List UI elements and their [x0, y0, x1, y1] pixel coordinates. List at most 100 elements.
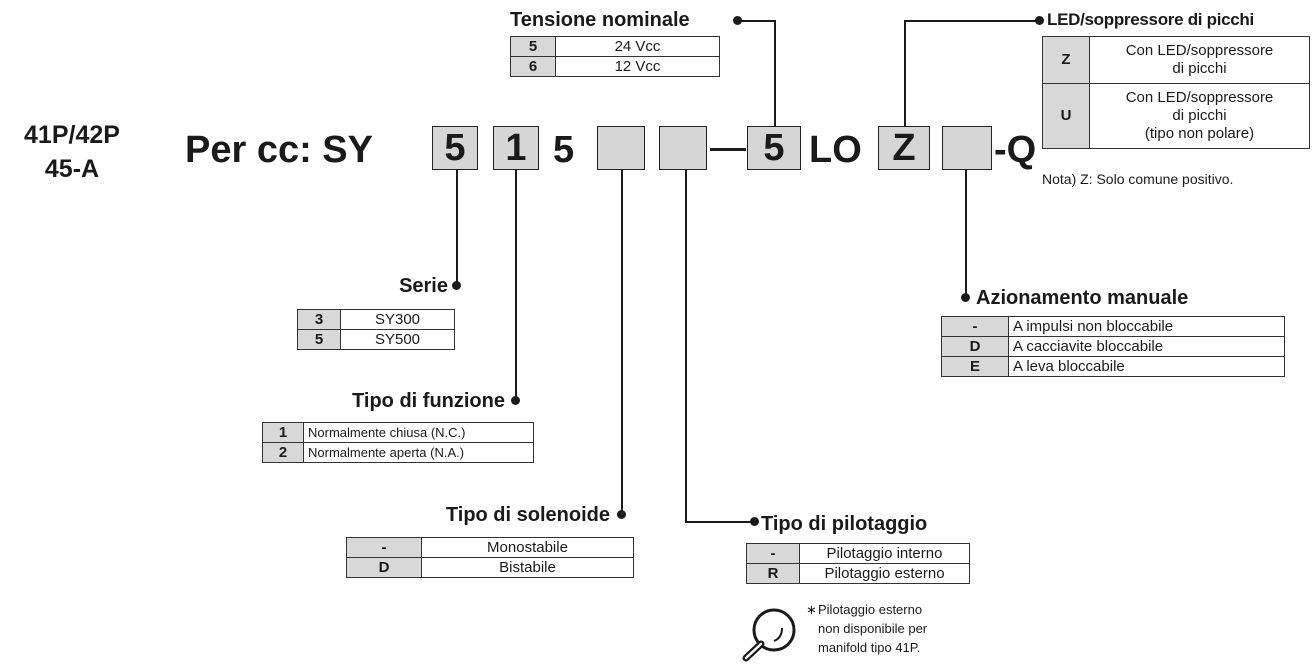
pilotaggio-table: - Pilotaggio interno R Pilotaggio estern…	[746, 543, 970, 584]
funzione-key-2: 2	[262, 442, 304, 463]
model-label-line1: 41P/42P	[24, 121, 120, 149]
code-box-series: 5	[432, 126, 478, 170]
serie-connector-v	[456, 170, 458, 282]
solenoide-key-1: -	[346, 537, 422, 558]
code-box-function: 1	[493, 126, 539, 170]
tensione-connector-v	[774, 20, 776, 126]
serie-key-1: 3	[297, 309, 341, 330]
solenoide-title: Tipo di solenoide	[445, 504, 610, 526]
funzione-value-2: Normalmente aperta (N.A.)	[303, 442, 534, 463]
led-value-u: Con LED/soppressore di picchi (tipo non …	[1089, 83, 1310, 149]
tensione-title: Tensione nominale	[510, 9, 690, 31]
funzione-connector-v	[515, 170, 517, 398]
funzione-value-1: Normalmente chiusa (N.C.)	[303, 422, 534, 443]
pilotaggio-key-2: R	[746, 563, 800, 584]
led-connector-h	[904, 20, 1039, 22]
pilotaggio-dot	[750, 517, 759, 526]
led-value-u-line3: (tipo non polare)	[1144, 125, 1255, 142]
table-row: 2 Normalmente aperta (N.A.)	[262, 442, 534, 463]
pilotaggio-note-line1: Pilotaggio esterno	[818, 602, 923, 617]
pilotaggio-note-line3: manifold tipo 41P.	[818, 640, 921, 655]
led-dot	[1035, 16, 1044, 25]
serie-value-1: SY300	[340, 309, 455, 330]
tensione-table: 5 24 Vcc 6 12 Vcc	[510, 36, 720, 77]
code-box-manual	[942, 126, 992, 170]
led-key-u: U	[1042, 83, 1090, 149]
serie-dot	[452, 281, 461, 290]
led-connector-v	[904, 20, 906, 126]
manuale-table: - A impulsi non bloccabile D A cacciavit…	[941, 316, 1285, 377]
pilotaggio-value-1: Pilotaggio interno	[799, 543, 970, 564]
funzione-table: 1 Normalmente chiusa (N.C.) 2 Normalment…	[262, 422, 534, 463]
solenoide-value-1: Monostabile	[421, 537, 634, 558]
table-row: 6 12 Vcc	[510, 56, 720, 77]
led-value-z: Con LED/soppressore di picchi	[1089, 36, 1310, 84]
model-label: 41P/42P 45-A	[2, 118, 142, 186]
pilotaggio-connector-h	[685, 521, 751, 523]
table-row: - Monostabile	[346, 537, 634, 558]
pilotaggio-title: Tipo di pilotaggio	[761, 513, 928, 535]
funzione-key-1: 1	[262, 422, 304, 443]
tensione-dot	[733, 16, 742, 25]
pilotaggio-note-mark: ∗	[806, 602, 817, 617]
table-row: 5 24 Vcc	[510, 36, 720, 57]
tensione-value-1: 24 Vcc	[555, 36, 720, 57]
serie-key-2: 5	[297, 329, 341, 350]
tensione-key-1: 5	[510, 36, 556, 57]
table-row: U Con LED/soppressore di picchi (tipo no…	[1042, 83, 1310, 149]
table-row: D Bistabile	[346, 557, 634, 578]
led-value-z-line1: Con LED/soppressore	[1125, 42, 1274, 59]
code-fixed-digit: 5	[553, 129, 575, 171]
solenoide-table: - Monostabile D Bistabile	[346, 537, 634, 578]
code-box-pilot	[659, 126, 707, 170]
solenoide-key-2: D	[346, 557, 422, 578]
table-row: D A cacciavite bloccabile	[941, 336, 1285, 357]
code-suffix: -Q	[994, 129, 1037, 171]
code-box-voltage: 5	[747, 126, 801, 170]
magnifier-icon	[742, 608, 796, 662]
pilotaggio-connector-v	[685, 170, 687, 522]
led-value-u-line2: di picchi	[1172, 107, 1227, 124]
tensione-connector-h	[738, 20, 775, 22]
code-box-solenoid	[597, 126, 645, 170]
table-row: Z Con LED/soppressore di picchi	[1042, 36, 1310, 84]
code-fixed-lo: LO	[809, 129, 862, 171]
manuale-key-3: E	[941, 356, 1009, 377]
led-title: LED/soppressore di picchi	[1047, 10, 1254, 29]
manuale-key-2: D	[941, 336, 1009, 357]
manuale-connector-v	[965, 170, 967, 298]
led-key-z: Z	[1042, 36, 1090, 84]
table-row: 1 Normalmente chiusa (N.C.)	[262, 422, 534, 443]
code-prefix: Per cc: SY	[185, 129, 373, 171]
code-box-led: Z	[878, 126, 930, 170]
manuale-value-3: A leva bloccabile	[1008, 356, 1285, 377]
manuale-value-2: A cacciavite bloccabile	[1008, 336, 1285, 357]
led-value-z-line2: di picchi	[1172, 60, 1227, 77]
table-row: - A impulsi non bloccabile	[941, 316, 1285, 337]
serie-value-2: SY500	[340, 329, 455, 350]
solenoide-value-2: Bistabile	[421, 557, 634, 578]
solenoide-connector-v	[621, 170, 623, 512]
pilotaggio-note: Pilotaggio esterno non disponibile per m…	[818, 600, 927, 657]
tensione-value-2: 12 Vcc	[555, 56, 720, 77]
led-note: Nota) Z: Solo comune positivo.	[1042, 171, 1234, 187]
serie-table: 3 SY300 5 SY500	[297, 309, 455, 350]
tensione-key-2: 6	[510, 56, 556, 77]
serie-title: Serie	[399, 275, 448, 297]
table-row: 5 SY500	[297, 329, 455, 350]
manuale-key-1: -	[941, 316, 1009, 337]
funzione-title: Tipo di funzione	[352, 390, 505, 412]
code-dash	[710, 148, 746, 151]
table-row: 3 SY300	[297, 309, 455, 330]
pilotaggio-key-1: -	[746, 543, 800, 564]
table-row: E A leva bloccabile	[941, 356, 1285, 377]
table-row: - Pilotaggio interno	[746, 543, 970, 564]
manuale-value-1: A impulsi non bloccabile	[1008, 316, 1285, 337]
led-table: Z Con LED/soppressore di picchi U Con LE…	[1042, 36, 1310, 149]
funzione-dot	[511, 396, 520, 405]
table-row: R Pilotaggio esterno	[746, 563, 970, 584]
manuale-dot	[961, 293, 970, 302]
led-value-u-line1: Con LED/soppressore	[1125, 89, 1274, 106]
pilotaggio-note-line2: non disponibile per	[818, 621, 928, 636]
pilotaggio-value-2: Pilotaggio esterno	[799, 563, 970, 584]
